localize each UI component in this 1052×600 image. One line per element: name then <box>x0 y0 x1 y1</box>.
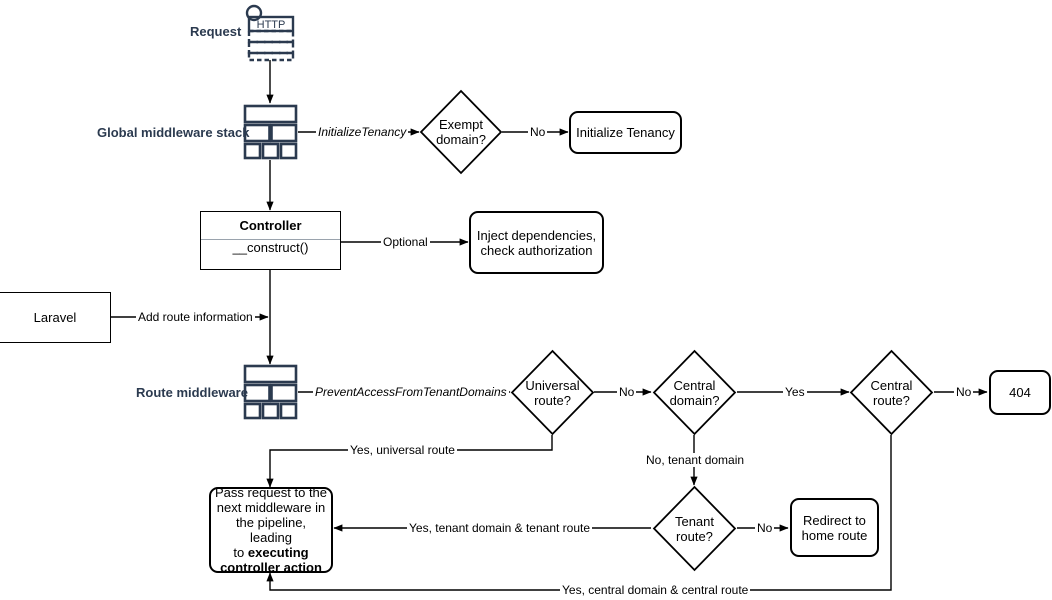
inject-line-2: check authorization <box>480 242 593 258</box>
decision-line-1: Central <box>870 377 913 393</box>
controller-title: Controller <box>201 212 340 240</box>
http-icon-caption: HTTP <box>257 19 286 31</box>
node-laravel[interactable]: Laravel <box>0 292 111 343</box>
controller-construct-member: __construct() <box>232 240 309 255</box>
middleware-stack-icon <box>243 364 298 425</box>
middleware-stack-icon <box>243 104 298 165</box>
edge-label-prevent-access-middleware: PreventAccessFromTenantDomains <box>313 385 509 399</box>
redirect-line-2: home route <box>801 527 868 543</box>
decision-central-domain-label: Central domain? <box>652 349 737 436</box>
decision-central-route[interactable]: Central route? <box>849 349 934 436</box>
decision-universal-route-label: Universal route? <box>510 349 595 436</box>
decision-line-1: Tenant <box>674 513 715 529</box>
pass-request-line-4: to <box>233 545 248 560</box>
pass-request-line-1: Pass request to the <box>215 485 328 500</box>
decision-line-1: Exempt <box>438 117 484 132</box>
node-404[interactable]: 404 <box>989 370 1051 415</box>
node-initialize-tenancy[interactable]: Initialize Tenancy <box>569 111 682 154</box>
edge-label-universal-yes: Yes, universal route <box>348 443 457 457</box>
node-inject-dependencies[interactable]: Inject dependencies, check authorization <box>469 211 604 274</box>
decision-tenant-route-label: Tenant route? <box>652 485 737 572</box>
edge-label-initialize-tenancy-middleware: InitializeTenancy <box>316 125 409 139</box>
node-redirect-home[interactable]: Redirect to home route <box>790 498 879 557</box>
redirect-line-1: Redirect to <box>803 512 866 528</box>
decision-tenant-route[interactable]: Tenant route? <box>652 485 737 572</box>
edge-label-universal-no: No <box>617 385 637 399</box>
edge-label-central-route-yes: Yes, central domain & central route <box>560 583 751 597</box>
node-pass-request[interactable]: Pass request to the next middleware in t… <box>209 485 333 575</box>
edge-label-tenant-route-yes: Yes, tenant domain & tenant route <box>407 521 593 535</box>
pass-request-strong-2: controller action <box>220 560 322 575</box>
edge-label-add-route-information: Add route information <box>136 310 255 324</box>
decision-universal-route[interactable]: Universal route? <box>510 349 595 436</box>
decision-line-2: route? <box>676 528 713 544</box>
decision-exempt-domain-label: Exempt domain? <box>419 89 503 175</box>
node-initialize-tenancy-label: Initialize Tenancy <box>576 125 675 140</box>
pass-request-line-2: next middleware in <box>216 500 326 515</box>
edge-label-controller-optional: Optional <box>381 235 430 249</box>
row-label-global-middleware-stack: Global middleware stack <box>97 125 250 140</box>
decision-line-2: route? <box>873 392 910 408</box>
row-label-route-middleware: Route middleware <box>136 385 248 400</box>
decision-central-domain[interactable]: Central domain? <box>652 349 737 436</box>
decision-line-1: Universal <box>525 377 580 393</box>
inject-line-1: Inject dependencies, <box>476 227 597 243</box>
row-label-request: Request <box>190 24 242 39</box>
edge-label-tenant-route-no: No <box>755 521 775 535</box>
decision-line-2: domain? <box>436 132 486 147</box>
decision-line-2: domain? <box>669 392 720 408</box>
node-laravel-label: Laravel <box>33 310 77 325</box>
node-redirect-home-label: Redirect to home route <box>802 513 868 543</box>
decision-central-route-label: Central route? <box>849 349 934 436</box>
node-inject-dependencies-label: Inject dependencies, check authorization <box>477 228 596 258</box>
edge-label-central-route-no: No <box>954 385 974 399</box>
node-pass-request-label: Pass request to the next middleware in t… <box>215 485 327 575</box>
edge-label-exempt-no: No <box>528 125 548 139</box>
decision-line-2: route? <box>534 392 571 408</box>
edge-label-central-domain-no: No, tenant domain <box>644 453 747 467</box>
pass-request-line-3: the pipeline, leading <box>235 515 307 545</box>
node-controller[interactable]: Controller __construct() <box>200 211 341 270</box>
node-404-label: 404 <box>1009 385 1031 400</box>
pass-request-strong-1: executing <box>247 545 309 560</box>
edge-label-central-domain-yes: Yes <box>783 385 807 399</box>
decision-line-1: Central <box>673 377 716 393</box>
http-request-icon: HTTP <box>244 4 298 67</box>
decision-exempt-domain[interactable]: Exempt domain? <box>419 89 503 175</box>
